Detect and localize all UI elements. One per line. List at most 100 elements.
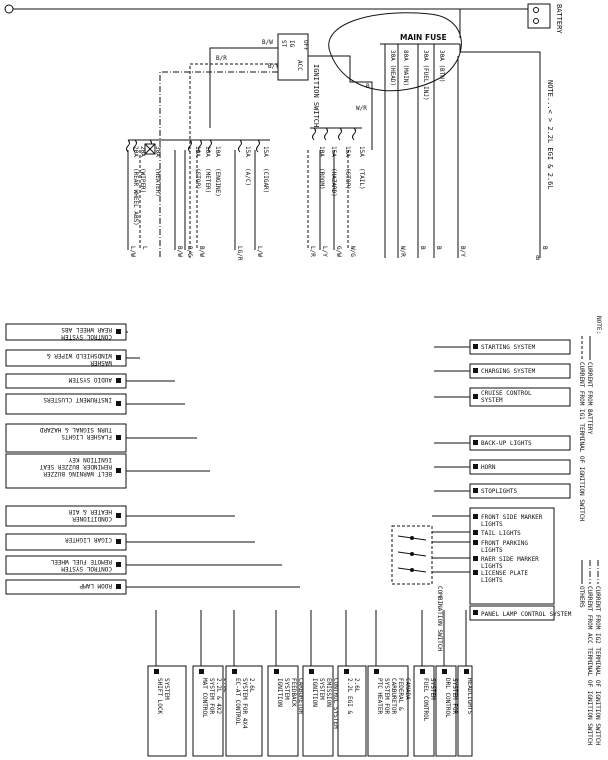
right-system-1: CHARGING SYSTEM <box>434 363 571 379</box>
left-system-7: CIGAR LIGHTER <box>5 533 255 551</box>
right-system-label: CRUISE CONTROL <box>481 390 532 397</box>
bottom-system-label: SYSTEM <box>318 678 325 700</box>
fuse-name: (A/C) <box>244 168 251 186</box>
bottom-system-label: SYSTEM FOR 4X4 <box>241 678 248 729</box>
main-fuse-2: 30A (FUEL INJ) <box>422 50 429 101</box>
wire-color-11: W/R <box>399 246 406 257</box>
left-system-9: ROOM LAMP <box>5 579 300 595</box>
legend: NOTE: CURRENT FROM BATTERY CURRENT FROM … <box>578 316 602 745</box>
left-system-label: WINDSHIELD WIPER & <box>47 352 112 359</box>
light-label: LIGHTS <box>481 547 503 554</box>
wire-color-5: LG/R <box>236 246 243 261</box>
left-fuse-1: 20A(WIPER) <box>133 139 146 193</box>
battery-terminal-positive <box>533 7 539 13</box>
bottom-system-label: SYSTEM FOR <box>451 678 458 715</box>
fuse-amp: 10A <box>318 146 325 157</box>
bottom-system-label: DRL CONTROL <box>444 678 451 718</box>
fuse-name: (STOP) <box>344 168 351 190</box>
ignition-pos-off: OFF <box>302 40 309 51</box>
right-fuse-1: 15A(HAZARD) <box>324 127 337 197</box>
wire-color-8: L/Y <box>321 246 328 257</box>
fuse-name: (WIPER) <box>139 168 146 193</box>
bottom-system-label: EMISSION <box>325 678 332 707</box>
left-system-2: AUDIO SYSTEM <box>5 373 175 389</box>
wire-color-0: L/W <box>129 246 136 257</box>
left-system-label: FLASHER LIGHTS <box>61 433 112 440</box>
left-system-label: BELT WARNING BUZZER <box>43 470 112 477</box>
bottom-system-label: CONTROL SYSTEM <box>332 678 339 729</box>
left-system-3: INSTRUMENT CLUSTERS <box>5 393 185 415</box>
right-system-label: CHARGING SYSTEM <box>481 368 536 375</box>
fuse-amp: 10A <box>214 146 221 157</box>
light-label: FRONT PARKING <box>481 540 528 547</box>
left-fuse-6: 15A(A/C) <box>238 139 251 186</box>
ignition-switch-box <box>277 33 309 81</box>
fuse-name: (HEATER) <box>154 168 161 197</box>
wire-color-6: L/W <box>256 246 263 257</box>
wire-color-14: B/Y <box>459 246 466 257</box>
left-system-1: WINDSHIELD WIPER &WASHER <box>5 349 140 367</box>
combination-switch: COMBINATION SWITCH <box>391 525 443 651</box>
ignition-pos-acc: ACC <box>296 60 303 71</box>
wire-color-1: L <box>141 246 148 250</box>
wire-color-by: B/Y <box>268 63 279 70</box>
bottom-system-label: SYSTEM <box>283 678 290 700</box>
wire-color-2: B/W <box>176 246 183 257</box>
bottom-system-label: IGNITION <box>276 678 283 707</box>
right-system-label: STOPLIGHTS <box>481 488 518 495</box>
bottom-system-label: 2.2L EGI & <box>346 678 353 715</box>
bottom-system-label: FEDERAL & <box>397 678 404 711</box>
panel-lamp-label: PANEL LAMP CONTROL SYSTEM <box>481 611 572 618</box>
bottom-system-label: CANADA <box>404 678 411 700</box>
main-fuse-block: MAIN FUSE 30A (HEAD)80A (MAIN)30A (FUEL … <box>328 12 462 101</box>
bottom-system-label: IGNITION <box>311 678 318 707</box>
bottom-system-label: SYSTEM FOR <box>208 678 215 715</box>
left-fuse-5: 10A(ENGINE) <box>208 139 221 197</box>
ignition-switch: ST IG ACC OFF IGNITION SWITCH <box>277 33 320 127</box>
combination-switch-label: COMBINATION SWITCH <box>436 586 443 651</box>
fuse-name: (CIGAR) <box>262 168 269 193</box>
fuse-amp: 15A <box>358 146 365 157</box>
left-fuse-0: 30A (HEATER) <box>144 139 161 197</box>
bottom-system-label: PTC HEATER <box>376 678 383 715</box>
bottom-system-label: SYSTEM <box>429 678 436 700</box>
bottom-system-label: FEEDBACK <box>290 678 297 707</box>
left-system-label: REAR WHEEL ABS <box>61 326 112 333</box>
main-fuse-1: 80A (MAIN) <box>402 50 409 86</box>
left-system-label: ROOM LAMP <box>79 582 112 589</box>
bottom-system-label: SHIFT LOCK <box>156 678 163 715</box>
main-fuse-0: 30A (HEAD) <box>389 50 396 86</box>
fuse-name: (STOP) <box>194 168 201 190</box>
light-label: LIGHTS <box>481 521 503 528</box>
legend-item-others: OTHERS <box>578 586 585 608</box>
main-fuse-3: 30A (BTN) <box>438 50 445 83</box>
right-system-label: BACK-UP LIGHTS <box>481 440 532 447</box>
right-fuse-3: 15A(TAIL) <box>352 127 365 190</box>
fuse-amp: 15A <box>262 146 269 157</box>
left-system-label: REMOTE FUEL WHEEL <box>50 558 112 565</box>
wire-color-bw: B/W <box>262 39 273 46</box>
left-fuse-4: 10A(METER) <box>198 139 211 193</box>
fuse-amp: 30A <box>154 146 161 157</box>
ignition-pos-ig: IG <box>288 40 295 48</box>
bottom-system-label: 2.6L <box>353 678 360 693</box>
light-label: LIGHTS <box>481 577 503 584</box>
legend-item-ig2: CURRENT FROM IG2 TERMINAL OF IGNITION SW… <box>594 586 601 745</box>
bottom-system-label: 2.6L <box>248 678 255 693</box>
left-system-label: INSTRUMENT CLUSTERS <box>43 396 112 403</box>
light-label: LICENSE PLATE <box>481 570 528 577</box>
bottom-system-label: SYSTEM <box>163 678 170 700</box>
right-fuse-2: 15A(STOP) <box>338 127 351 190</box>
